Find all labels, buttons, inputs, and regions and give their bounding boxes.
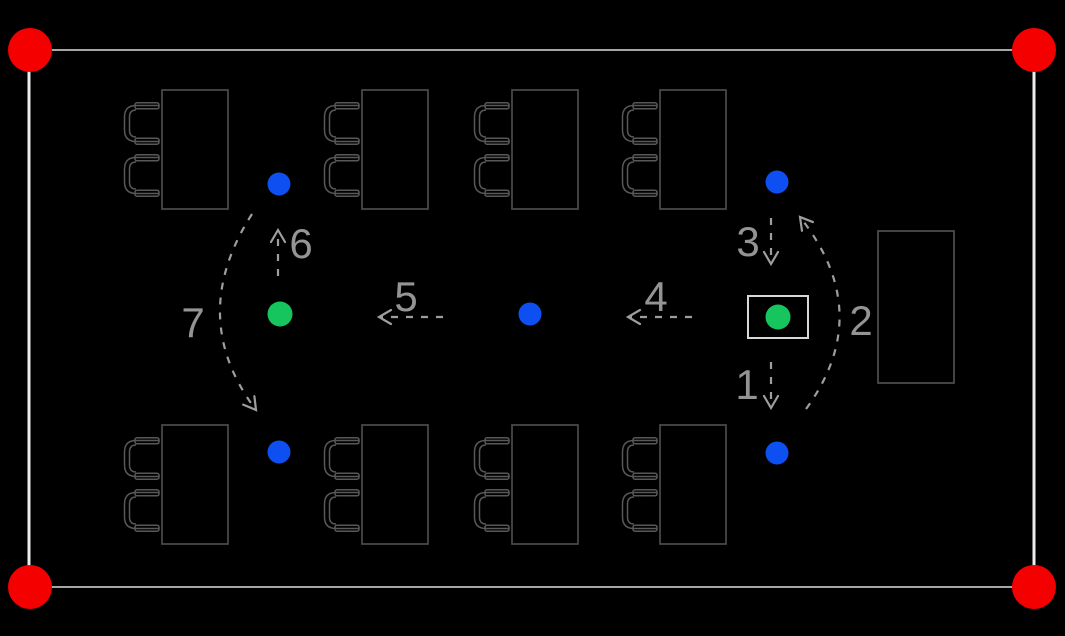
step-labels: 1 2 3 4 5 6 7 <box>181 218 872 408</box>
corner-marker-top-right <box>1012 28 1056 72</box>
corner-marker-bottom-right <box>1012 565 1056 609</box>
position-marker-left <box>267 301 293 327</box>
waypoint-dot-top-right <box>765 170 789 194</box>
student-desk-bottom-4 <box>621 424 727 545</box>
student-desk-bottom-2 <box>323 424 429 545</box>
waypoint-dot-center <box>518 302 542 326</box>
chair-icon <box>621 489 658 532</box>
position-marker-right <box>765 304 791 330</box>
student-desk-bottom-1 <box>123 424 229 545</box>
chair-icon <box>473 102 510 145</box>
chair-icon <box>123 154 160 197</box>
route-arrow-7 <box>218 213 258 412</box>
chair-icon <box>323 437 360 480</box>
desk-surface <box>659 89 727 210</box>
waypoint-dots <box>267 170 789 465</box>
chair-icon <box>323 154 360 197</box>
selected-position-box <box>747 295 809 339</box>
chair-icon <box>123 437 160 480</box>
desk-surface <box>659 424 727 545</box>
chair-icon <box>621 154 658 197</box>
student-desks-bottom-row <box>123 424 727 545</box>
waypoint-dot-bottom-left <box>267 440 291 464</box>
room-walls <box>27 49 1036 588</box>
desk-surface <box>511 89 579 210</box>
side-table <box>877 230 955 384</box>
step-label-3: 3 <box>736 218 759 265</box>
student-desk-top-1 <box>123 89 229 210</box>
desk-surface <box>361 424 429 545</box>
route-arrow-2 <box>798 215 841 410</box>
waypoint-dot-bottom-right <box>765 441 789 465</box>
step-label-7: 7 <box>181 299 204 346</box>
corner-marker-top-left <box>8 28 52 72</box>
step-label-1: 1 <box>735 361 758 408</box>
chair-icon <box>473 437 510 480</box>
corner-marker-bottom-left <box>8 565 52 609</box>
student-desks-top-row <box>123 89 727 210</box>
student-desk-top-3 <box>473 89 579 210</box>
desk-surface <box>361 89 429 210</box>
chair-icon <box>323 102 360 145</box>
chair-icon <box>123 102 160 145</box>
student-desk-top-4 <box>621 89 727 210</box>
step-label-5: 5 <box>394 273 417 320</box>
chair-icon <box>473 489 510 532</box>
step-label-6: 6 <box>289 220 312 267</box>
student-desk-bottom-3 <box>473 424 579 545</box>
step-label-4: 4 <box>644 273 667 320</box>
chair-icon <box>123 489 160 532</box>
desk-surface <box>511 424 579 545</box>
position-markers <box>267 301 791 330</box>
chair-icon <box>621 102 658 145</box>
chair-icon <box>621 437 658 480</box>
desk-surface <box>161 424 229 545</box>
desk-surface <box>161 89 229 210</box>
chair-icon <box>473 154 510 197</box>
student-desk-top-2 <box>323 89 429 210</box>
route-arrows <box>218 213 841 412</box>
waypoint-dot-top-left <box>267 172 291 196</box>
corner-markers <box>8 28 1056 609</box>
chair-icon <box>323 489 360 532</box>
step-label-2: 2 <box>849 297 872 344</box>
